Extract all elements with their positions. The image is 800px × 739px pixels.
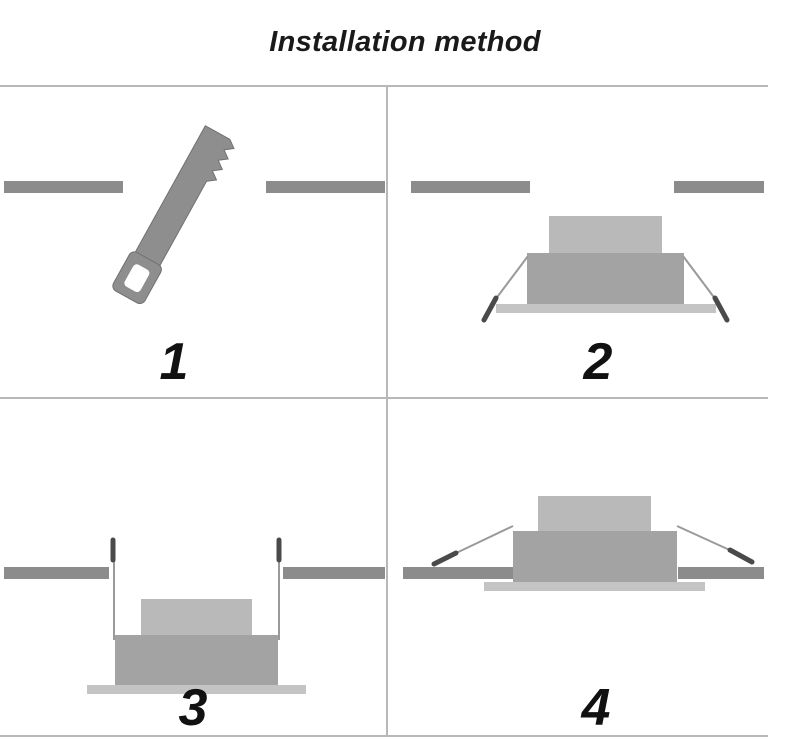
- lamp-top: [549, 216, 662, 253]
- lamp-top: [141, 599, 252, 635]
- lamp-body: [115, 635, 278, 685]
- saw-icon: [112, 125, 235, 305]
- ceiling-segment-left: [4, 567, 109, 579]
- step-number-3: 3: [178, 679, 208, 737]
- lamp-body: [513, 531, 677, 582]
- step-number-2: 2: [583, 333, 613, 391]
- lamp-body: [527, 253, 684, 304]
- spring-right: [676, 525, 755, 565]
- ceiling-segment-right: [266, 181, 385, 193]
- ceiling-segment-left: [403, 567, 513, 579]
- lamp-top: [538, 496, 651, 531]
- panel-2-fold-springs: [411, 181, 764, 323]
- step-number-1: 1: [159, 333, 189, 391]
- lamp-trim: [496, 304, 716, 313]
- lamp-trim: [484, 582, 705, 591]
- downlight: [484, 496, 705, 591]
- panel-3-insert-lamp: [4, 537, 385, 694]
- grid-dividers: [0, 85, 768, 737]
- downlight: [496, 216, 716, 313]
- ceiling-segment-right: [283, 567, 385, 579]
- panel-1-cut-hole: [4, 125, 385, 305]
- step-number-4: 4: [581, 679, 611, 737]
- ceiling-segment-left: [4, 181, 123, 193]
- spring-left: [481, 255, 529, 323]
- ceiling-segment-right: [674, 181, 764, 193]
- page-title: Installation method: [269, 26, 541, 58]
- ceiling-segment-right: [678, 567, 764, 579]
- spring-left: [110, 537, 116, 640]
- ceiling-segment-left: [411, 181, 530, 193]
- downlight: [87, 599, 306, 694]
- spring-left: [431, 525, 514, 567]
- panel-4-installed: [403, 496, 764, 591]
- spring-right: [682, 255, 730, 323]
- lamp-trim: [87, 685, 306, 694]
